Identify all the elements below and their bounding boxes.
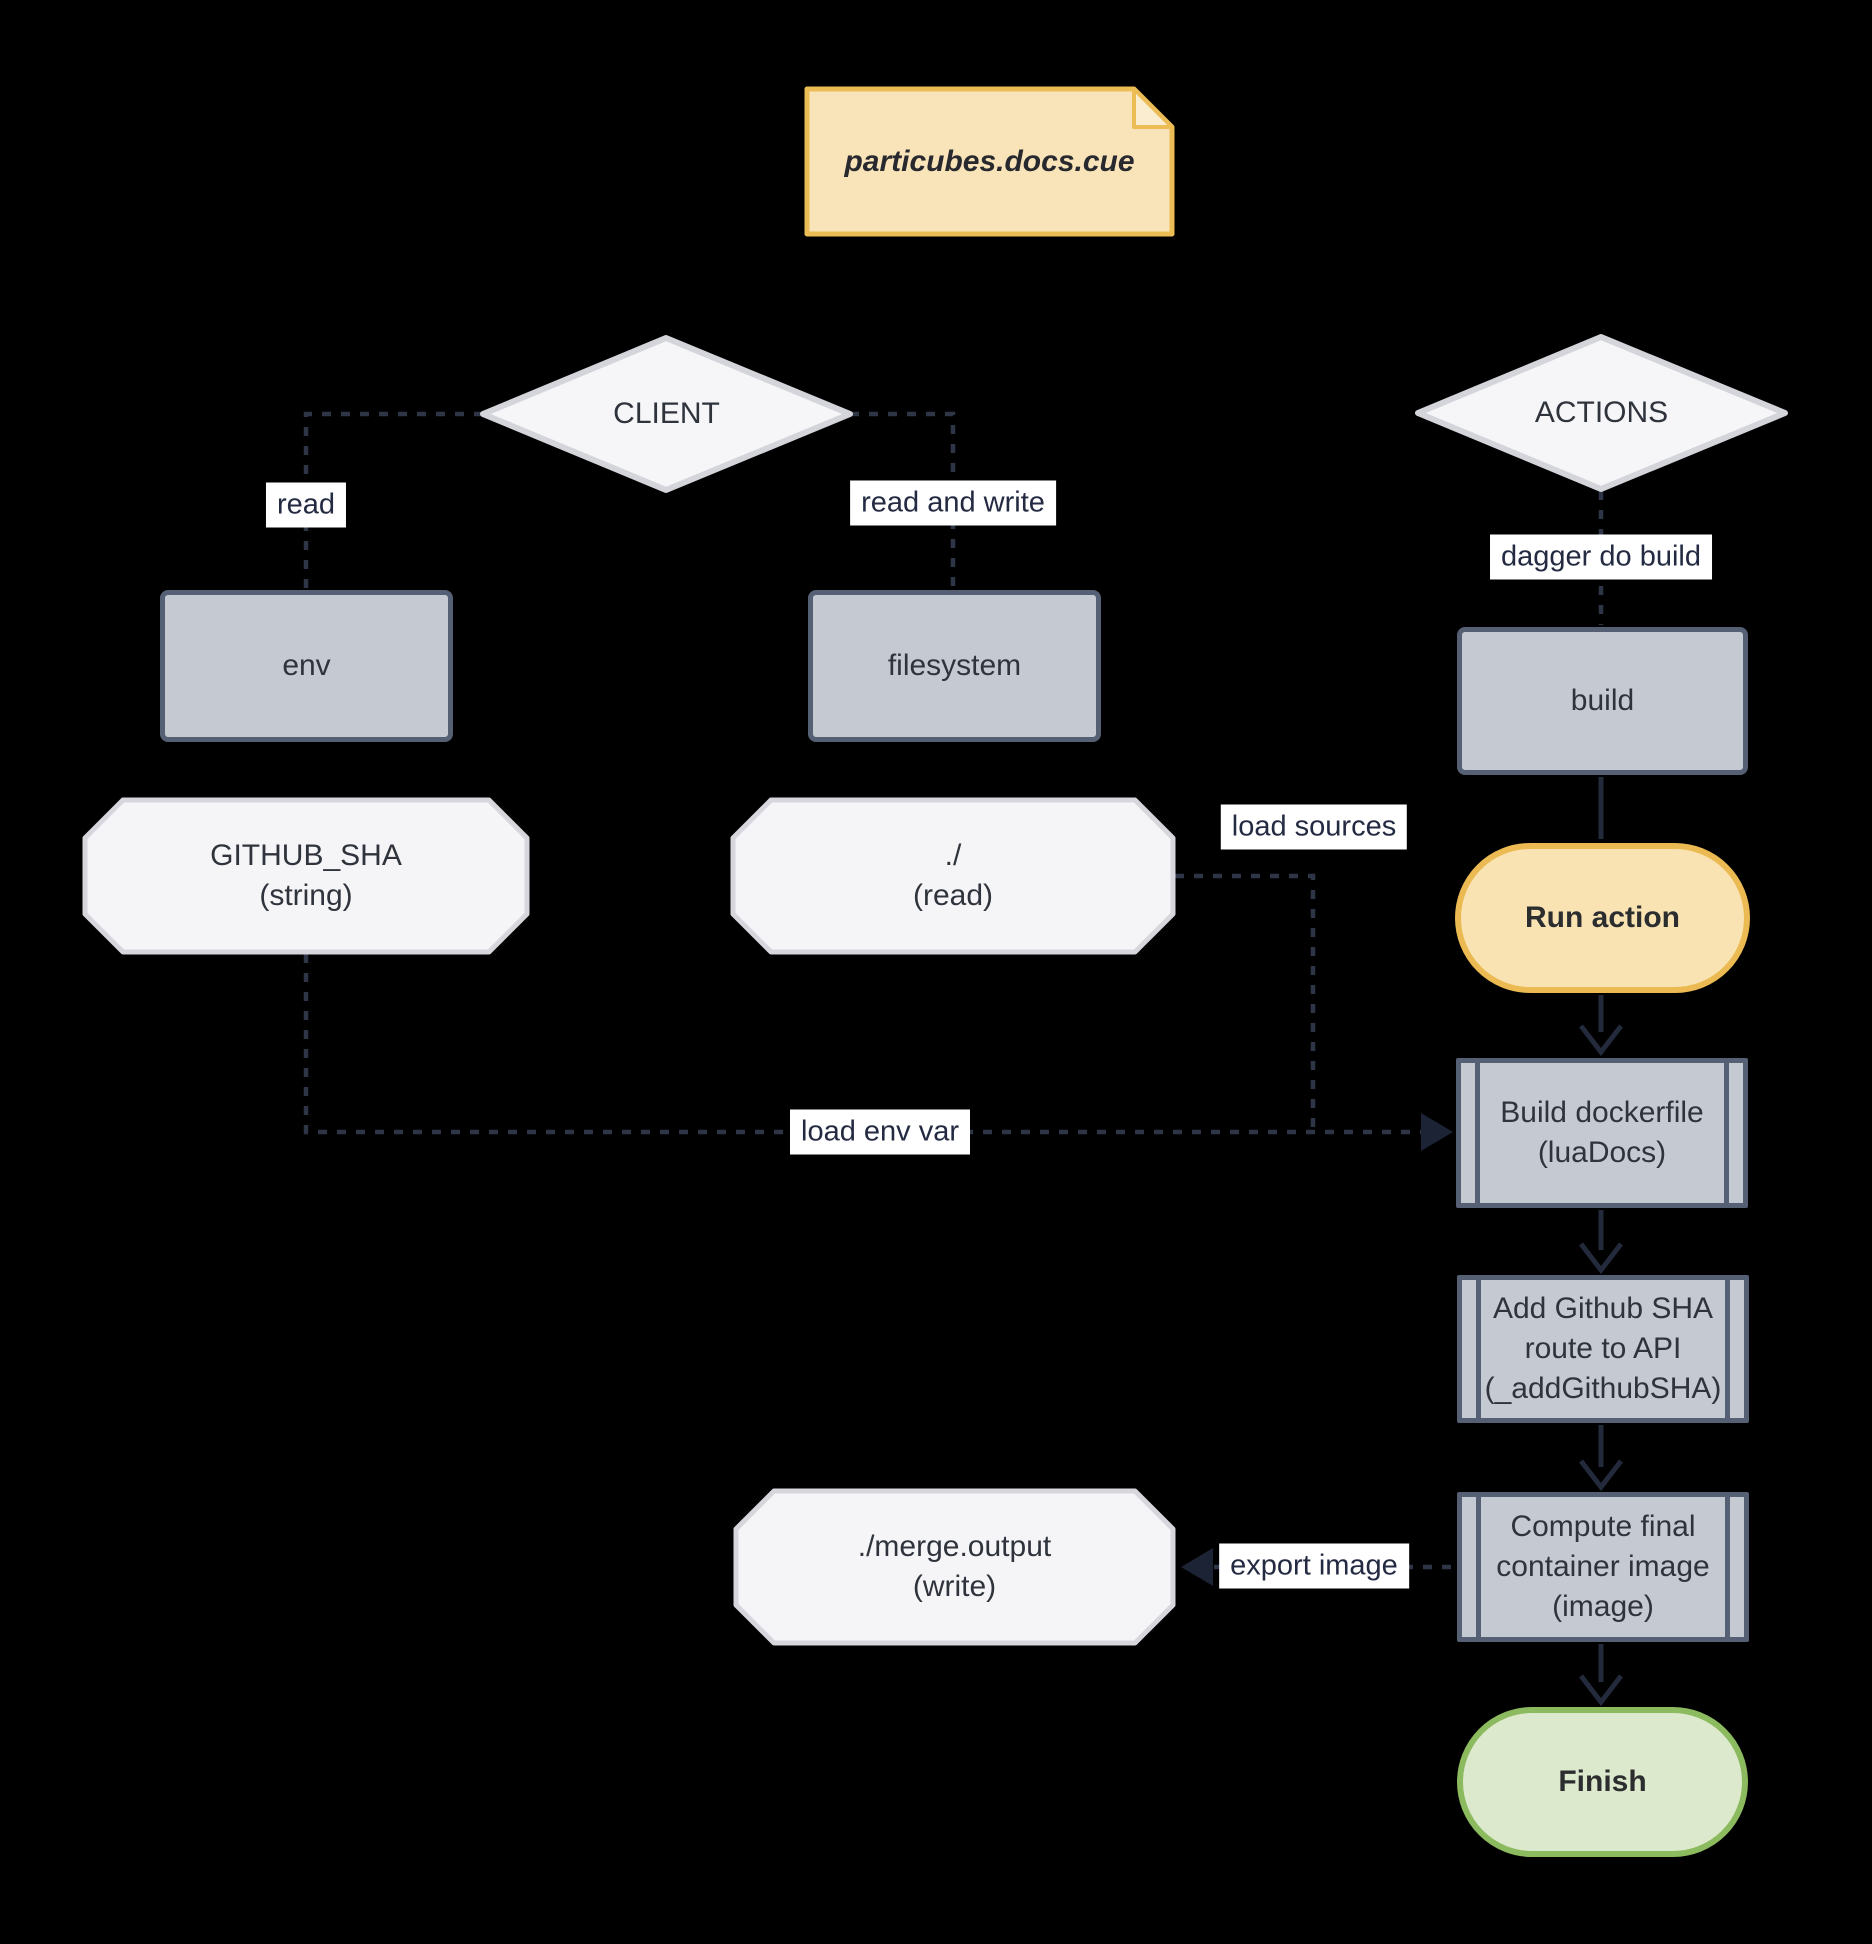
node-finish: Finish bbox=[1457, 1707, 1748, 1857]
edge-label-load-env-var: load env var bbox=[790, 1109, 970, 1155]
node-run-action: Run action bbox=[1455, 843, 1750, 993]
arrowhead-add-sha-compute-image bbox=[1579, 1459, 1623, 1492]
node-build-dockerfile: Build dockerfile (luaDocs) bbox=[1456, 1058, 1748, 1208]
arrowhead-compute-image-finish bbox=[1579, 1674, 1623, 1707]
merge-output-hexagon-shape bbox=[733, 1488, 1176, 1646]
client-diamond-shape bbox=[480, 335, 853, 493]
edge-label-load-sources: load sources bbox=[1220, 804, 1408, 850]
edge-label-read-and-write: read and write bbox=[850, 480, 1056, 526]
github-sha-hexagon-shape bbox=[82, 797, 530, 955]
edge-load-env-var bbox=[303, 954, 1424, 1135]
node-compute-image: Compute final container image (image) bbox=[1457, 1492, 1749, 1642]
local-read-hexagon-shape bbox=[730, 797, 1176, 955]
edge-client-env bbox=[303, 411, 483, 588]
arrowhead-build-dockerfile-add-sha bbox=[1579, 1242, 1623, 1275]
arrowhead-into-build-dockerfile bbox=[1421, 1113, 1453, 1151]
arrowhead-run-action-build-dockerfile bbox=[1579, 1024, 1623, 1057]
edge-label-dagger-do-build: dagger do build bbox=[1490, 534, 1712, 580]
node-add-github-sha: Add Github SHA route to API (_addGithubS… bbox=[1457, 1275, 1749, 1423]
node-filesystem: filesystem bbox=[808, 590, 1101, 742]
actions-diamond-shape bbox=[1415, 334, 1788, 492]
edge-label-export-image: export image bbox=[1219, 1543, 1409, 1589]
edge-label-read: read bbox=[265, 482, 347, 528]
edge-client-filesystem bbox=[850, 411, 956, 588]
node-build: build bbox=[1457, 627, 1748, 775]
note-shape bbox=[804, 86, 1175, 237]
edge-load-sources bbox=[1175, 873, 1316, 1132]
arrowhead-into-merge-output bbox=[1181, 1548, 1213, 1586]
note-fold-corner bbox=[1132, 87, 1174, 129]
node-env: env bbox=[160, 590, 453, 742]
